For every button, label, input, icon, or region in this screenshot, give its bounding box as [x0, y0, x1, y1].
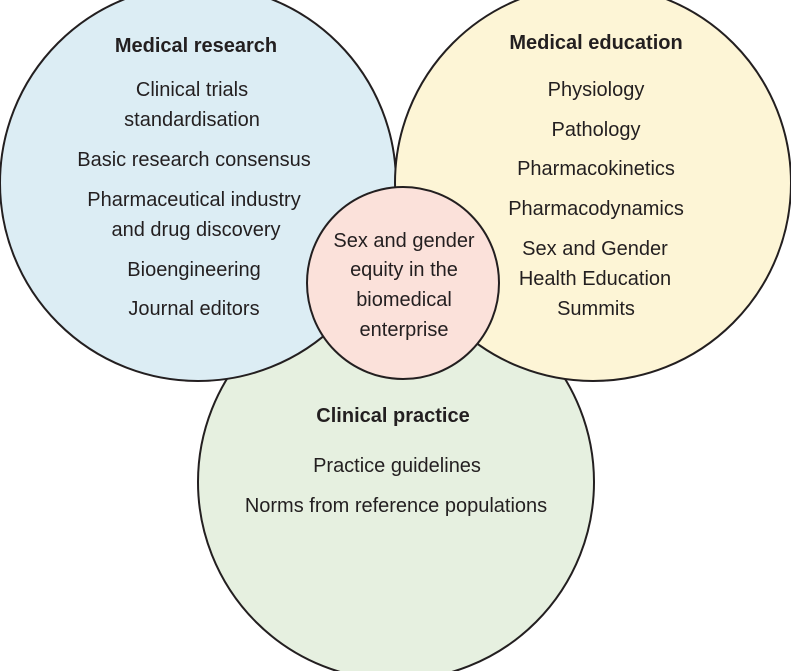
medical-education-item: Physiology — [548, 79, 645, 101]
medical-education-title: Medical education — [509, 32, 682, 54]
clinical-practice-item: Practice guidelines — [313, 455, 481, 477]
clinical-practice-title: Clinical practice — [316, 405, 469, 427]
medical-education-item: Summits — [557, 298, 635, 320]
medical-education-item: Pharmacokinetics — [517, 158, 675, 180]
medical-research-item: Journal editors — [128, 298, 259, 320]
medical-education-item: Sex and Gender — [522, 238, 668, 260]
clinical-practice-item: Norms from reference populations — [245, 495, 547, 517]
medical-education-item: Health Education — [519, 268, 671, 290]
medical-research-item: and drug discovery — [112, 219, 281, 241]
center-line: Sex and gender — [333, 230, 475, 252]
medical-research-title: Medical research — [115, 35, 277, 57]
center-line: equity in the — [350, 259, 458, 281]
center-circle — [306, 186, 500, 380]
medical-education-item: Pharmacodynamics — [508, 198, 684, 220]
medical-research-item: standardisation — [124, 109, 260, 131]
medical-education-item: Pathology — [552, 119, 641, 141]
center-line: biomedical — [356, 289, 452, 311]
medical-research-item: Basic research consensus — [77, 149, 310, 171]
center-line: enterprise — [360, 319, 449, 341]
medical-research-item: Clinical trials — [136, 79, 248, 101]
medical-research-item: Bioengineering — [127, 259, 260, 281]
medical-research-item: Pharmaceutical industry — [87, 189, 300, 211]
